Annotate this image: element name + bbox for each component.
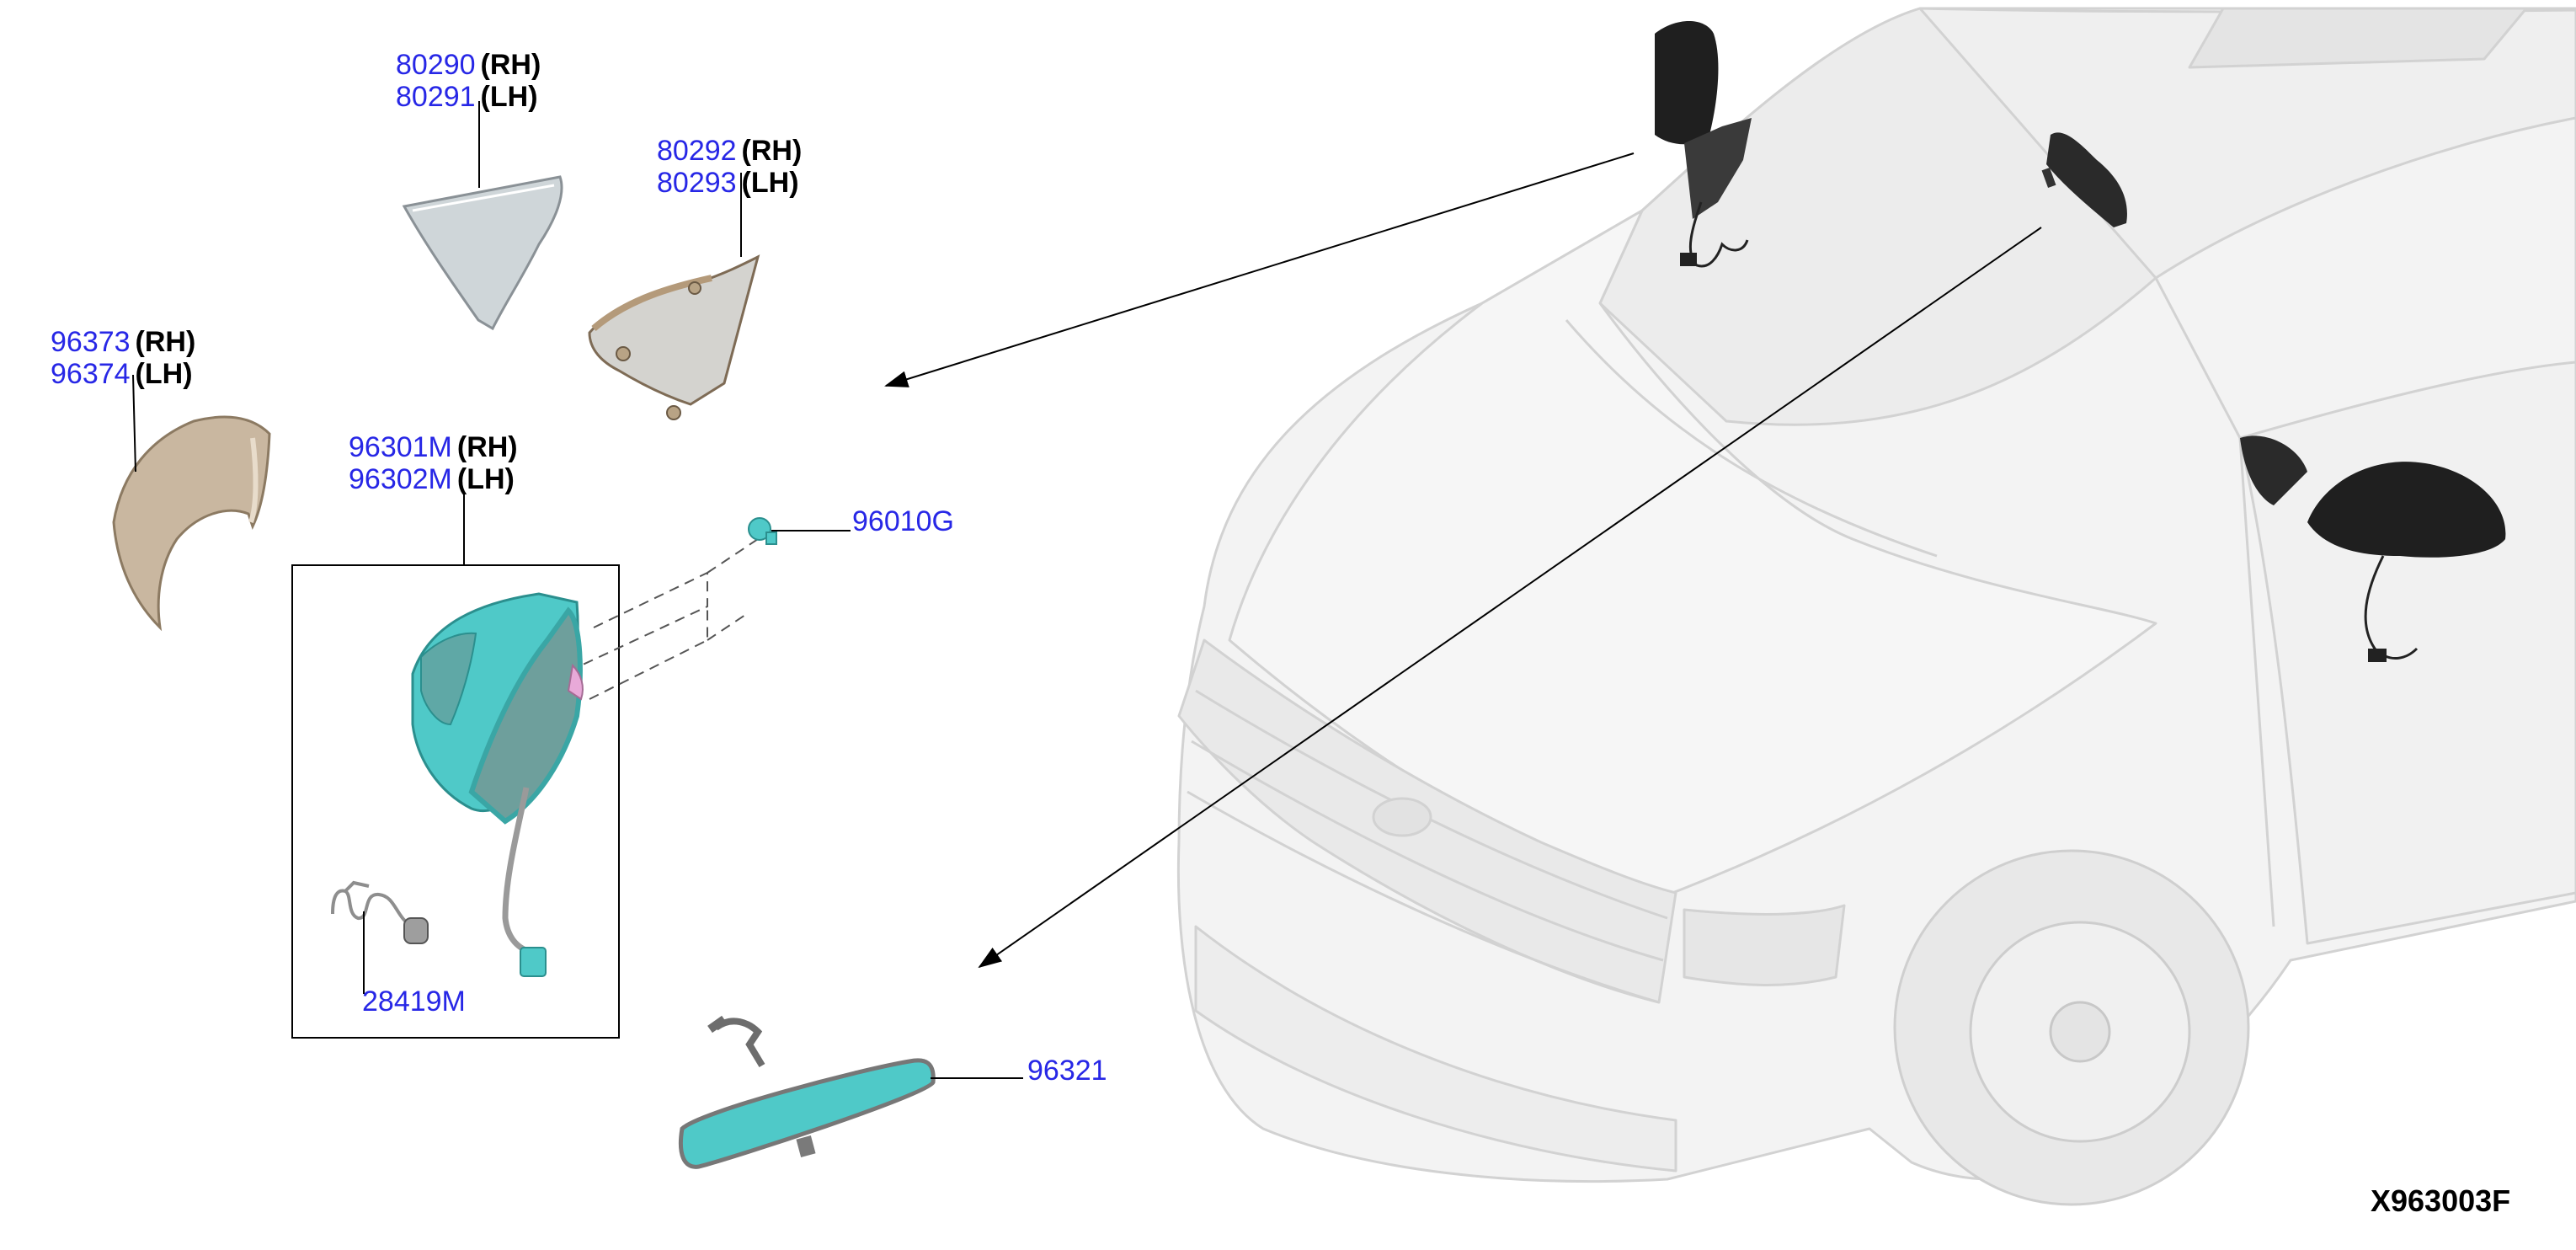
side-label-rh: (RH) [480,49,541,81]
arrow-inside-mirror [978,227,2042,969]
part-number-80290[interactable]: 80290 [396,49,476,81]
vehicle-windshield [1598,7,2157,426]
figure-number: X963003F [2371,1183,2511,1218]
part-bulb [748,517,777,545]
part-number-80292[interactable]: 80292 [657,135,737,167]
vehicle-sunroof [2188,7,2528,69]
vehicle-roof [1919,7,2576,280]
vehicle-inside-mirror [2041,132,2127,227]
vehicle-front-wheel-hub [2049,1001,2111,1063]
vehicle-left-door-mirror [1655,21,1752,268]
part-number-96302m[interactable]: 96302M [349,463,452,495]
callout-96373: 96373 96374 (RH) (LH) [51,326,195,390]
vehicle-grille-bar-2 [1191,740,1664,962]
callout-80290: 80290 80291 (RH) (LH) [396,49,541,113]
part-number-96301m[interactable]: 96301M [349,431,452,463]
vehicle-headlight [1683,904,1846,986]
vehicle-grille-bar-3 [1187,790,1660,1004]
part-inside-mirror [678,1015,936,1169]
leader-96373 [132,374,136,473]
vehicle-hood-crease [1565,319,1938,558]
part-mirror-cover [112,415,271,632]
projection-lines [580,538,759,700]
vehicle-illustration [1176,7,2576,1206]
side-label-lh: (LH) [135,358,193,390]
mirror-assembly-frame [291,564,620,1039]
vehicle-hood [1228,209,2157,903]
part-number-96010g[interactable]: 96010G [852,505,954,537]
callout-80292: 80292 80293 (RH) (LH) [657,135,802,199]
part-number-80291[interactable]: 80291 [396,81,476,113]
side-label-lh: (LH) [741,167,799,199]
arrow-door-mirror [884,152,1635,387]
side-label-lh: (LH) [480,81,538,113]
vehicle-right-door-mirror [2240,435,2506,662]
side-label-lh: (LH) [456,463,515,495]
vehicle-emblem [1372,797,1432,837]
side-label-rh: (RH) [741,135,803,167]
part-number-96321[interactable]: 96321 [1027,1055,1107,1087]
part-corner-cover [402,175,563,331]
part-door-mirror-assembly [411,592,584,977]
part-number-80293[interactable]: 80293 [657,167,737,199]
part-number-96374[interactable]: 96374 [51,358,131,390]
part-number-28419m[interactable]: 28419M [362,986,466,1018]
part-corner-bracket [588,254,760,420]
side-label-rh: (RH) [456,431,518,463]
part-harness [331,880,429,944]
vehicle-bumper [1194,925,1677,1173]
side-label-rh: (RH) [135,326,196,358]
callout-96301m: 96301M 96302M (RH) (LH) [349,431,518,495]
part-number-96373[interactable]: 96373 [51,326,131,358]
